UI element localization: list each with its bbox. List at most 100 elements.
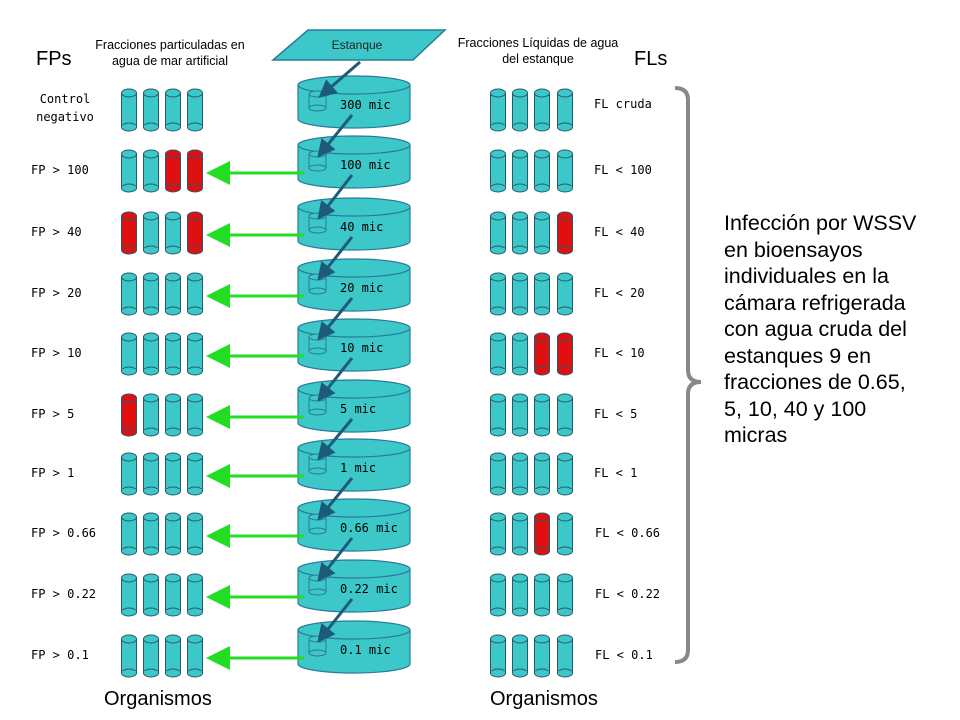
fp-tube [165, 634, 181, 678]
fl-tube [490, 452, 506, 496]
fp-tube [143, 393, 159, 437]
fp-tube [165, 211, 181, 255]
filter-cylinder-2: 40 mic [297, 197, 411, 251]
fp-row-label: FP > 0.22 [31, 587, 97, 601]
filter-cylinder-5: 5 mic [297, 379, 411, 433]
fl-tube [557, 149, 573, 193]
organismos-left-label: Organismos [104, 688, 212, 710]
fl-cruda-tube [534, 88, 550, 132]
fl-tube [490, 272, 506, 316]
fl-row-label: FL < 0.1 [595, 648, 653, 662]
fp-tube [165, 149, 181, 193]
fp-tube [121, 573, 137, 617]
fps-heading: FPs [36, 48, 72, 70]
sample-container-icon [308, 394, 327, 416]
fl-tube [557, 332, 573, 376]
sample-container-icon [308, 635, 327, 657]
fl-tube [512, 149, 528, 193]
flow-arrow-6 [317, 477, 354, 521]
fp-tube [187, 512, 203, 556]
fp-tube [121, 452, 137, 496]
fl-tube [557, 272, 573, 316]
flow-arrow-4 [317, 357, 354, 402]
filter-label: 0.66 mic [340, 521, 398, 535]
flow-arrow-5 [317, 418, 354, 461]
right-brace [674, 86, 702, 664]
fl-tube [512, 393, 528, 437]
fp-tube [121, 272, 137, 316]
flow-arrow-estanque [318, 60, 361, 98]
fl-row-label: FL < 0.22 [595, 587, 661, 601]
fp-tube [187, 634, 203, 678]
fp-tube [187, 452, 203, 496]
filter-label: 300 mic [340, 98, 391, 112]
fl-tube [557, 573, 573, 617]
filter-cylinder-9: 0.1 mic [297, 620, 411, 674]
fl-tube [534, 211, 550, 255]
filter-label: 10 mic [340, 341, 383, 355]
sample-container-icon [308, 212, 327, 234]
sample-container-icon [308, 333, 327, 355]
estanque-label: Estanque [331, 38, 383, 52]
fp-tube [121, 149, 137, 193]
fl-tube [557, 211, 573, 255]
filter-label: 40 mic [340, 220, 383, 234]
fp-tube [143, 149, 159, 193]
filter-cylinder-8: 0.22 mic [297, 559, 411, 613]
fl-row-label: FL < 40 [594, 225, 645, 239]
fl-tube [534, 573, 550, 617]
sample-container-icon [308, 453, 327, 475]
fp-tube [121, 634, 137, 678]
flow-arrow-3 [317, 297, 354, 341]
sample-container-icon [308, 574, 327, 596]
filter-cylinder-6: 1 mic [297, 438, 411, 492]
control-tube [143, 88, 159, 132]
fl-row-label: FL < 0.66 [595, 526, 661, 540]
fl-tube [534, 512, 550, 556]
fl-tube [534, 272, 550, 316]
fp-tube [187, 272, 203, 316]
fl-tube [512, 211, 528, 255]
fl-tube [534, 452, 550, 496]
fp-tube [165, 452, 181, 496]
fp-row-label: FP > 100 [31, 163, 89, 177]
fl-cruda-tube [557, 88, 573, 132]
fp-description: Fracciones particuladas en agua de mar a… [95, 38, 245, 68]
flow-arrow-1 [317, 174, 354, 220]
fp-tube [187, 573, 203, 617]
organismos-right-label: Organismos [490, 688, 598, 710]
filter-cylinder-3: 20 mic [297, 258, 411, 312]
flow-arrow-0 [317, 114, 354, 158]
fp-tube [187, 211, 203, 255]
filter-label: 100 mic [340, 158, 391, 172]
fp-row-label: FP > 40 [31, 225, 82, 239]
fp-tube [143, 332, 159, 376]
fp-tube [165, 393, 181, 437]
fp-tube [187, 332, 203, 376]
fp-tube [143, 272, 159, 316]
filter-label: 1 mic [340, 461, 376, 475]
fp-tube [143, 211, 159, 255]
estanque-shape [270, 29, 447, 61]
fp-row-label: FP > 0.1 [31, 648, 89, 662]
fp-tube [121, 512, 137, 556]
infection-description: Infección por WSSV en bioensayos individ… [724, 211, 917, 447]
fl-tube [490, 332, 506, 376]
fp-row-label: FP > 0.66 [31, 526, 97, 540]
filter-label: 0.22 mic [340, 582, 398, 596]
fl-tube [490, 149, 506, 193]
fl-tube [557, 512, 573, 556]
fl-row-label: FL < 20 [594, 286, 645, 300]
fp-row-label: FP > 20 [31, 286, 82, 300]
filter-cylinder-7: 0.66 mic [297, 498, 411, 552]
fl-cruda-tube [512, 88, 528, 132]
sample-container-icon [308, 273, 327, 295]
sample-container-icon [308, 150, 327, 172]
fl-tube [490, 634, 506, 678]
control-tube [121, 88, 137, 132]
fl-tube [557, 452, 573, 496]
fl-tube [512, 272, 528, 316]
fl-row-label: FL < 1 [594, 466, 638, 480]
fp-row-label: FP > 10 [31, 346, 82, 360]
fl-cruda-tube [490, 88, 506, 132]
